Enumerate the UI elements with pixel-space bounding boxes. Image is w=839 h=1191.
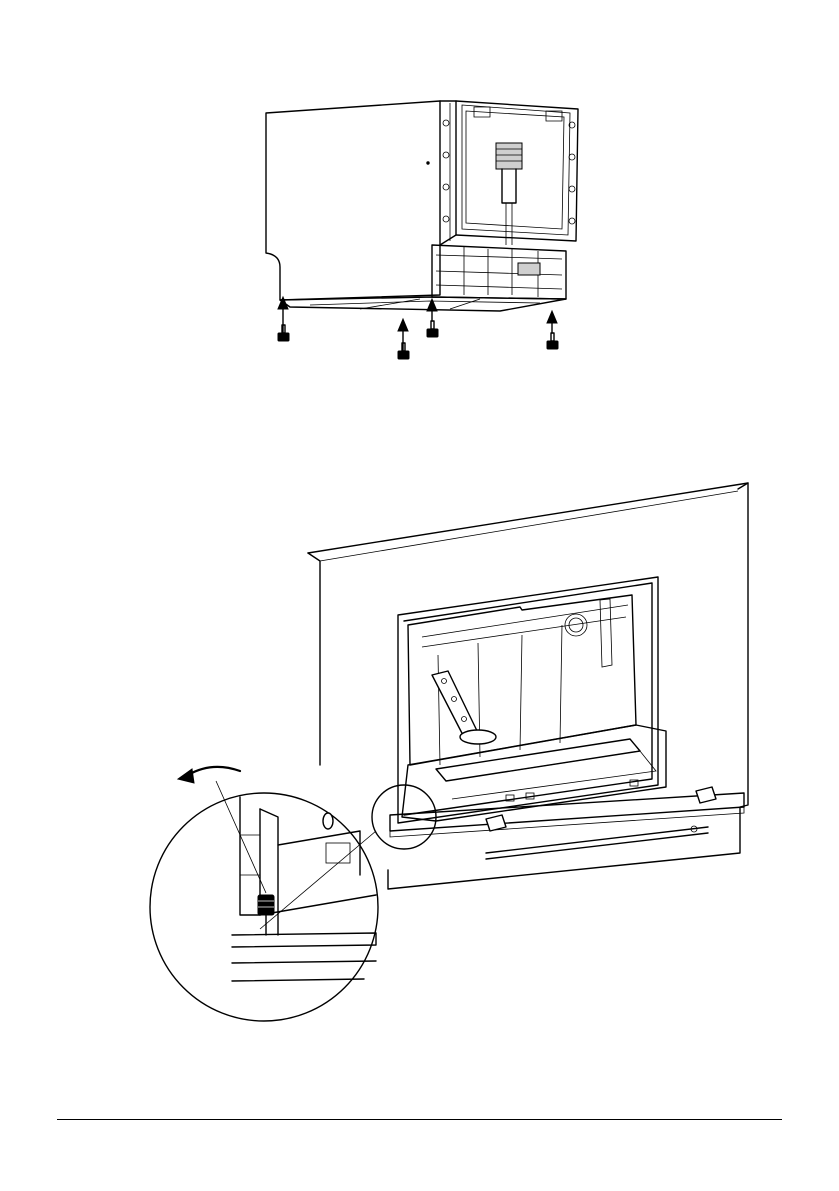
leveling-feet-illustration [250, 95, 590, 375]
footer-rule [57, 1119, 782, 1120]
frame-holes [443, 120, 575, 224]
foot-adjustment-illustration [140, 475, 760, 1030]
dishwasher-installed-with-rotation-detail-illustration [140, 475, 760, 1030]
rotation-arrow-icon [178, 767, 240, 783]
arrows [278, 297, 557, 353]
magnified-detail [150, 781, 378, 1021]
dishwasher-underside-with-feet-arrows-illustration [250, 95, 590, 375]
leveling-feet [278, 321, 558, 359]
